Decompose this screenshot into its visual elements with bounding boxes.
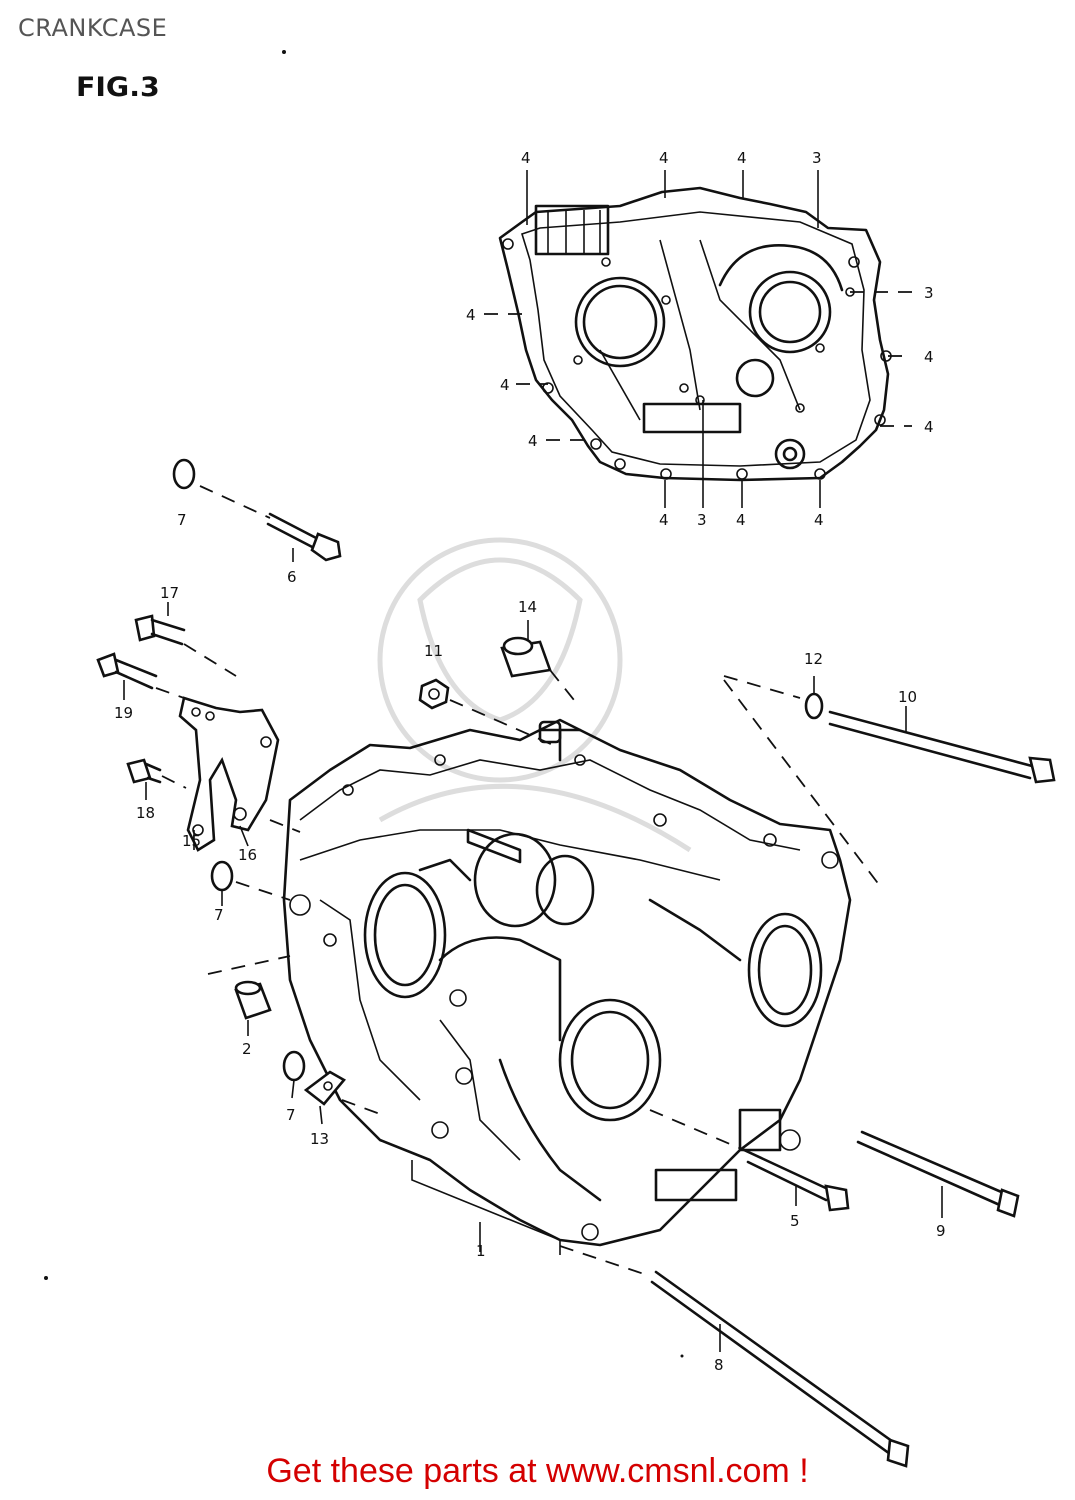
part-11-nut (418, 678, 561, 749)
page-title: CRANKCASE (18, 14, 168, 42)
part-18-bolt (126, 758, 187, 800)
callout-4: 4 (924, 418, 934, 436)
callout-1: 1 (476, 1242, 486, 1260)
callout-4: 4 (528, 432, 538, 450)
part-2-dowel (207, 955, 291, 1036)
callout-3: 3 (812, 149, 822, 167)
part-12-washer (804, 676, 824, 720)
part-17-bolt (134, 602, 237, 677)
callout-5: 5 (790, 1212, 800, 1230)
callout-4: 4 (737, 149, 747, 167)
crankcase-main-assembly (282, 718, 852, 1255)
callout-11: 11 (424, 642, 443, 660)
speck (282, 50, 286, 54)
callout-13: 13 (310, 1130, 329, 1148)
part-13-washer (303, 1070, 381, 1125)
callout-12: 12 (804, 650, 823, 668)
part-15-16-bracket (178, 696, 301, 852)
callout-10: 10 (898, 688, 917, 706)
part-7-nut-middle (210, 860, 291, 906)
callout-7: 7 (177, 511, 187, 529)
footer-link-text[interactable]: Get these parts at www.cmsnl.com ! (266, 1452, 809, 1490)
part-5-bolt (649, 1109, 850, 1212)
part-8-through-bolt (559, 1245, 910, 1468)
callout-17: 17 (160, 584, 179, 602)
callout-9: 9 (936, 1222, 946, 1240)
part-7-nut-bottom (282, 1050, 306, 1099)
callout-8: 8 (714, 1356, 724, 1374)
callout-labels: 4 4 4 3 4 3 4 4 4 4 4 3 4 4 7 6 17 14 11… (114, 149, 946, 1374)
callout-7: 7 (214, 906, 224, 924)
callout-15: 15 (182, 832, 201, 850)
callout-4: 4 (736, 511, 746, 529)
callout-4: 4 (500, 376, 510, 394)
part-7-nut-top (172, 458, 271, 519)
callout-3: 3 (924, 284, 934, 302)
callout-4: 4 (924, 348, 934, 366)
part-9-through-bolt (856, 1130, 1020, 1218)
callout-18: 18 (136, 804, 155, 822)
callout-4: 4 (521, 149, 531, 167)
part-6-bolt (266, 512, 342, 562)
callout-19: 19 (114, 704, 133, 722)
speck (44, 1276, 48, 1280)
callout-6: 6 (287, 568, 297, 586)
callout-4: 4 (814, 511, 824, 529)
part-19-bolt (96, 652, 185, 700)
callout-4: 4 (466, 306, 476, 324)
callout-14: 14 (518, 598, 537, 616)
watermark-logo (377, 537, 692, 853)
callout-3: 3 (697, 511, 707, 529)
callout-16: 16 (238, 846, 257, 864)
callout-2: 2 (242, 1040, 252, 1058)
callout-4: 4 (659, 149, 669, 167)
part-14-collar (500, 620, 575, 701)
part-10-through-bolt (723, 675, 1056, 887)
callout-7: 7 (286, 1106, 296, 1124)
figure-label: FIG.3 (76, 72, 160, 103)
crankcase-inner-view (484, 170, 912, 508)
speck (680, 1354, 684, 1358)
callout-4: 4 (659, 511, 669, 529)
